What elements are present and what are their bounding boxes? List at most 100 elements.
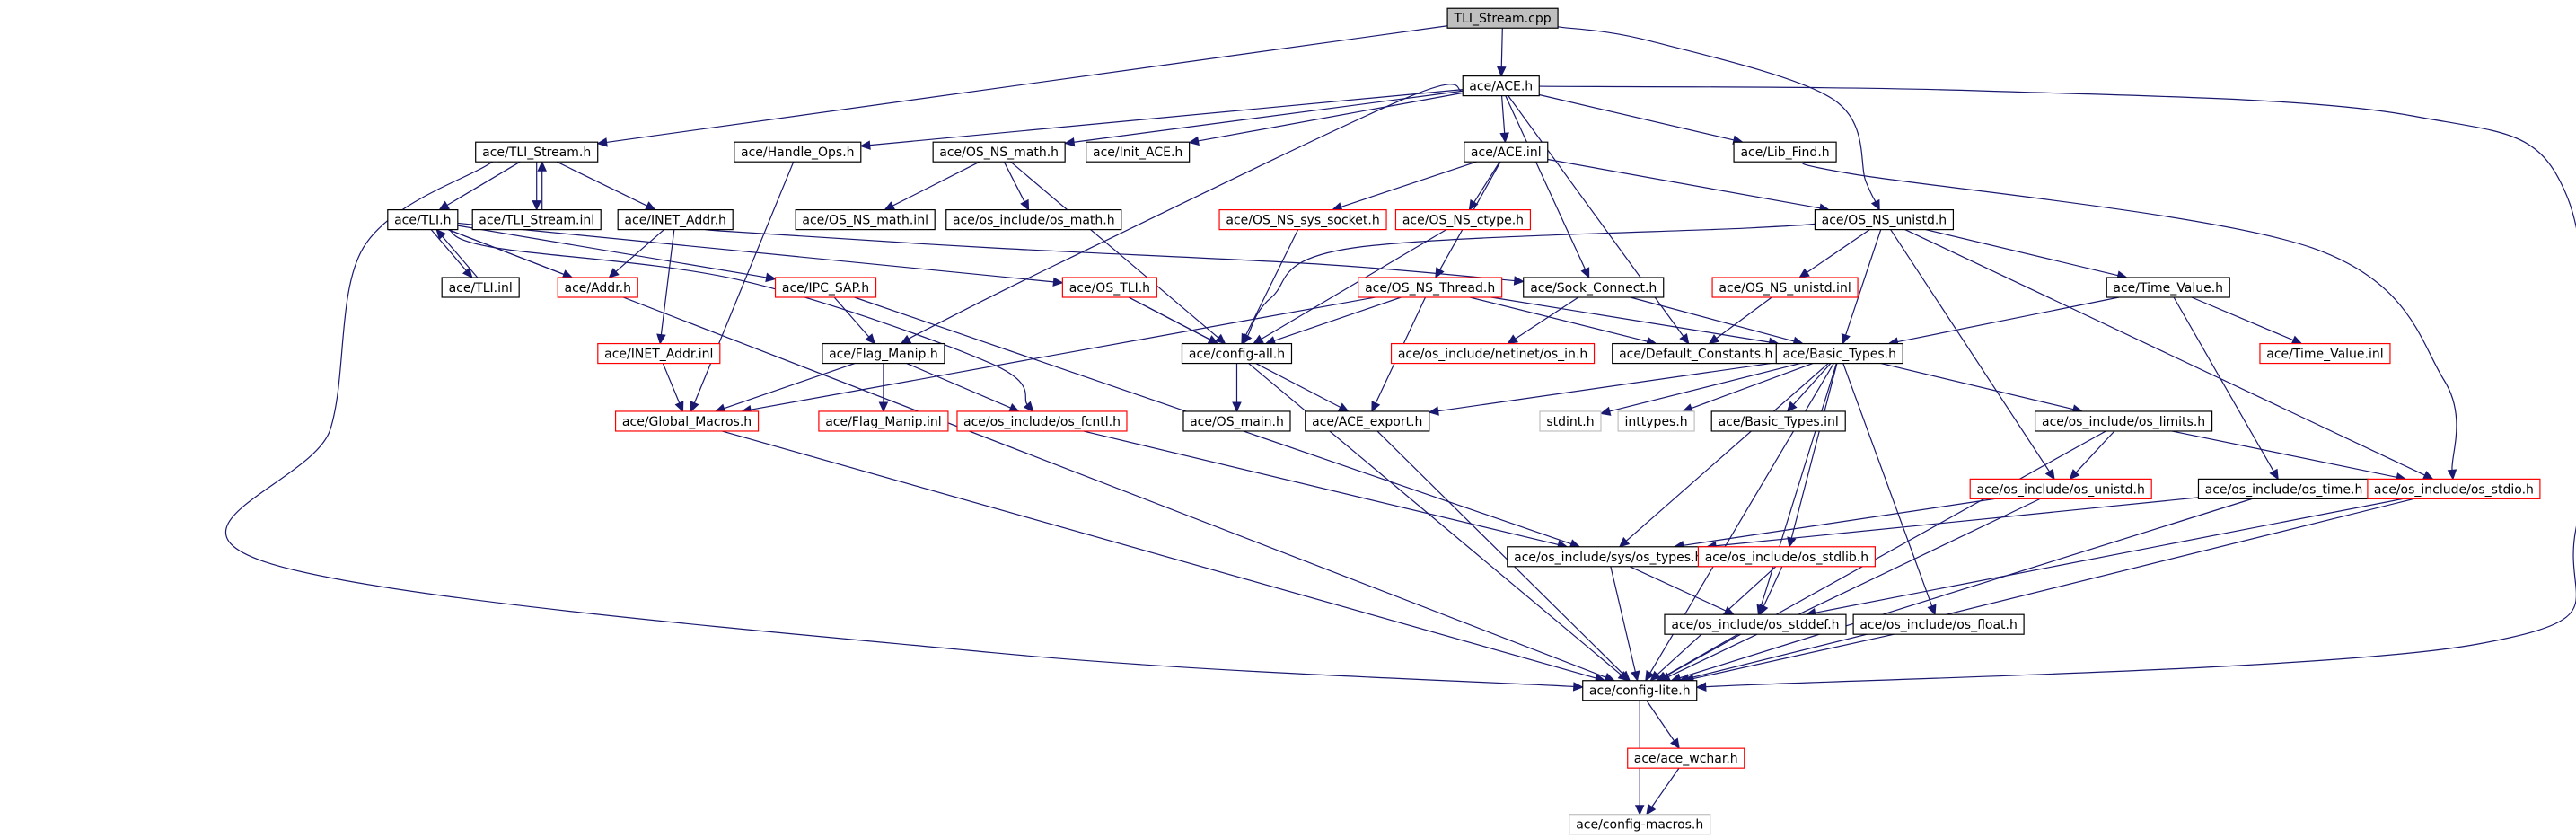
node-label: ace/os_include/os_limits.h <box>2042 415 2205 429</box>
node-os-ns-math-h[interactable]: ace/OS_NS_math.h <box>932 141 1066 163</box>
node-config-lite-h[interactable]: ace/config-lite.h <box>1582 680 1698 701</box>
node-addr-h[interactable]: ace/Addr.h <box>557 277 638 298</box>
node-box <box>1697 546 1877 568</box>
node-flag-manip-h[interactable]: ace/Flag_Manip.h <box>822 342 945 365</box>
node-label: ace/INET_Addr.inl <box>604 348 713 362</box>
node-box <box>1182 410 1291 432</box>
edge-tli-h-to-ipc-sap-h <box>457 225 777 283</box>
node-box <box>818 410 949 432</box>
node-label: ace/Flag_Manip.inl <box>825 415 941 429</box>
node-global-macros-h[interactable]: ace/Global_Macros.h <box>614 410 760 432</box>
node-os-include-os-float-h[interactable]: ace/os_include/os_float.h <box>1852 613 2025 635</box>
node-tli-stream-h[interactable]: ace/TLI_Stream.h <box>475 141 599 163</box>
node-basic-types-h[interactable]: ace/Basic_Types.h <box>1775 342 1903 365</box>
node-init-ace-h[interactable]: ace/Init_ACE.h <box>1086 141 1191 163</box>
edge-os-include-os-unistd-h-to-config-lite-h <box>1659 498 2041 682</box>
node-label: ace/os_include/os_stdlib.h <box>1705 551 1868 565</box>
node-label: ace/os_include/os_fcntl.h <box>963 415 1121 429</box>
node-os-tli-h[interactable]: ace/OS_TLI.h <box>1061 277 1157 298</box>
node-label: ace/Time_Value.h <box>2113 281 2223 296</box>
node-box <box>1664 613 1847 635</box>
edge-os-include-sys-os-types-h-to-config-lite-h <box>1610 566 1640 682</box>
node-sock-connect-h[interactable]: ace/Sock_Connect.h <box>1523 277 1665 298</box>
node-label: ace/OS_NS_unistd.inl <box>1719 281 1851 296</box>
node-ace-export-h[interactable]: ace/ACE_export.h <box>1305 410 1430 432</box>
node-os-ns-unistd-inl[interactable]: ace/OS_NS_unistd.inl <box>1711 277 1859 298</box>
node-os-ns-math-inl[interactable]: ace/OS_NS_math.inl <box>795 209 936 231</box>
node-os-include-os-fcntl-h[interactable]: ace/os_include/os_fcntl.h <box>956 410 1128 432</box>
node-label: ace/os_include/netinet/os_in.h <box>1398 348 1587 362</box>
node-box <box>1218 209 1387 231</box>
node-inet-addr-h[interactable]: ace/INET_Addr.h <box>617 209 734 231</box>
node-os-include-os-unistd-h[interactable]: ace/os_include/os_unistd.h <box>1969 478 2152 499</box>
node-time-value-inl[interactable]: ace/Time_Value.inl <box>2259 342 2391 365</box>
node-box <box>557 277 638 298</box>
edge-os-include-os-stdio-h-to-config-lite-h <box>1678 498 2414 684</box>
node-label: ace/os_include/os_float.h <box>1859 618 2018 632</box>
node-box <box>932 141 1066 163</box>
edge-basic-types-h-to-os-include-os-stdlib-h <box>1787 363 1838 548</box>
edge-ace-h-to-config-lite-h <box>1539 85 2576 692</box>
edge-global-macros-h-to-config-lite-h <box>721 430 1606 684</box>
node-label: ace/OS_NS_Thread.h <box>1365 281 1495 296</box>
node-os-main-h[interactable]: ace/OS_main.h <box>1182 410 1291 432</box>
node-os-include-os-math-h[interactable]: ace/os_include/os_math.h <box>945 209 1122 231</box>
node-os-include-os-stdio-h[interactable]: ace/os_include/os_stdio.h <box>2367 478 2541 499</box>
edge-tli-stream-cpp-to-tli-stream-h <box>596 25 1448 147</box>
node-lib-find-h[interactable]: ace/Lib_Find.h <box>1733 141 1837 163</box>
node-flag-manip-inl[interactable]: ace/Flag_Manip.inl <box>818 410 949 432</box>
node-os-include-os-time-h[interactable]: ace/os_include/os_time.h <box>2197 478 2370 499</box>
node-os-ns-sys-socket-h[interactable]: ace/OS_NS_sys_socket.h <box>1218 209 1387 231</box>
node-tli-stream-inl[interactable]: ace/TLI_Stream.inl <box>471 209 602 231</box>
node-box <box>2259 342 2391 365</box>
node-handle-ops-h[interactable]: ace/Handle_Ops.h <box>734 141 862 163</box>
node-tli-stream-cpp[interactable]: TLI_Stream.cpp <box>1446 7 1559 29</box>
node-label: ace/os_include/os_math.h <box>953 214 1115 228</box>
node-tli-h[interactable]: ace/TLI.h <box>387 209 459 231</box>
node-label: ace/os_include/os_stddef.h <box>1671 618 1839 632</box>
edge-tli-stream-h-to-inet-addr-h <box>556 161 656 211</box>
node-os-include-os-limits-h[interactable]: ace/os_include/os_limits.h <box>2034 410 2213 432</box>
node-os-include-sys-os-types-h[interactable]: ace/os_include/sys/os_types.h <box>1507 546 1710 568</box>
edge-os-ns-unistd-inl-to-default-constants-h <box>1708 296 1772 345</box>
node-os-include-os-stdlib-h[interactable]: ace/os_include/os_stdlib.h <box>1697 546 1877 568</box>
node-os-ns-unistd-h[interactable]: ace/OS_NS_unistd.h <box>1814 209 1955 231</box>
node-os-include-os-stddef-h[interactable]: ace/os_include/os_stddef.h <box>1664 613 1847 635</box>
node-box <box>2106 277 2230 298</box>
node-os-ns-thread-h[interactable]: ace/OS_NS_Thread.h <box>1358 277 1503 298</box>
edge-basic-types-h-to-stdint-h <box>1599 362 1801 416</box>
edge-ace-h-to-os-ns-math-h <box>1063 90 1464 147</box>
node-time-value-h[interactable]: ace/Time_Value.h <box>2106 277 2230 298</box>
node-box <box>1462 75 1540 97</box>
node-box <box>1710 410 1846 432</box>
node-ace-wchar-h[interactable]: ace/ace_wchar.h <box>1627 747 1745 769</box>
node-label: ace/ACE.h <box>1469 80 1533 94</box>
node-box <box>1464 141 1549 163</box>
node-label: ace/Time_Value.inl <box>2266 348 2383 362</box>
node-os-ns-ctype-h[interactable]: ace/OS_NS_ctype.h <box>1394 209 1532 231</box>
node-basic-types-inl[interactable]: ace/Basic_Types.inl <box>1710 410 1846 432</box>
node-ace-inl[interactable]: ace/ACE.inl <box>1464 141 1549 163</box>
node-box <box>1446 7 1559 29</box>
node-config-macros-h[interactable]: ace/config-macros.h <box>1569 814 1711 835</box>
node-label: ace/OS_TLI.h <box>1069 281 1150 296</box>
node-box <box>1814 209 1955 231</box>
node-ace-h[interactable]: ace/ACE.h <box>1462 75 1540 97</box>
node-default-constants-h[interactable]: ace/Default_Constants.h <box>1612 342 1780 365</box>
edge-time-value-h-to-basic-types-h <box>1887 296 2120 347</box>
edge-ace-h-to-default-constants-h <box>1508 95 1690 345</box>
node-ipc-sap-h[interactable]: ace/IPC_SAP.h <box>774 277 877 298</box>
node-label: ace/ace_wchar.h <box>1634 752 1738 766</box>
node-tli-inl[interactable]: ace/TLI.inl <box>441 277 520 298</box>
node-box <box>956 410 1128 432</box>
edge-tli-stream-inl-to-tli-stream-h <box>537 160 547 210</box>
node-config-all-h[interactable]: ace/config-all.h <box>1181 342 1293 365</box>
node-inttypes-h[interactable]: inttypes.h <box>1617 410 1695 432</box>
node-inet-addr-inl[interactable]: ace/INET_Addr.inl <box>597 342 721 365</box>
node-stdint-h[interactable]: stdint.h <box>1539 410 1602 432</box>
node-label: ace/config-lite.h <box>1589 684 1691 699</box>
node-label: ace/Addr.h <box>564 281 631 296</box>
node-os-include-netinet-os-in-h[interactable]: ace/os_include/netinet/os_in.h <box>1390 342 1596 365</box>
node-label: ace/IPC_SAP.h <box>782 281 869 296</box>
